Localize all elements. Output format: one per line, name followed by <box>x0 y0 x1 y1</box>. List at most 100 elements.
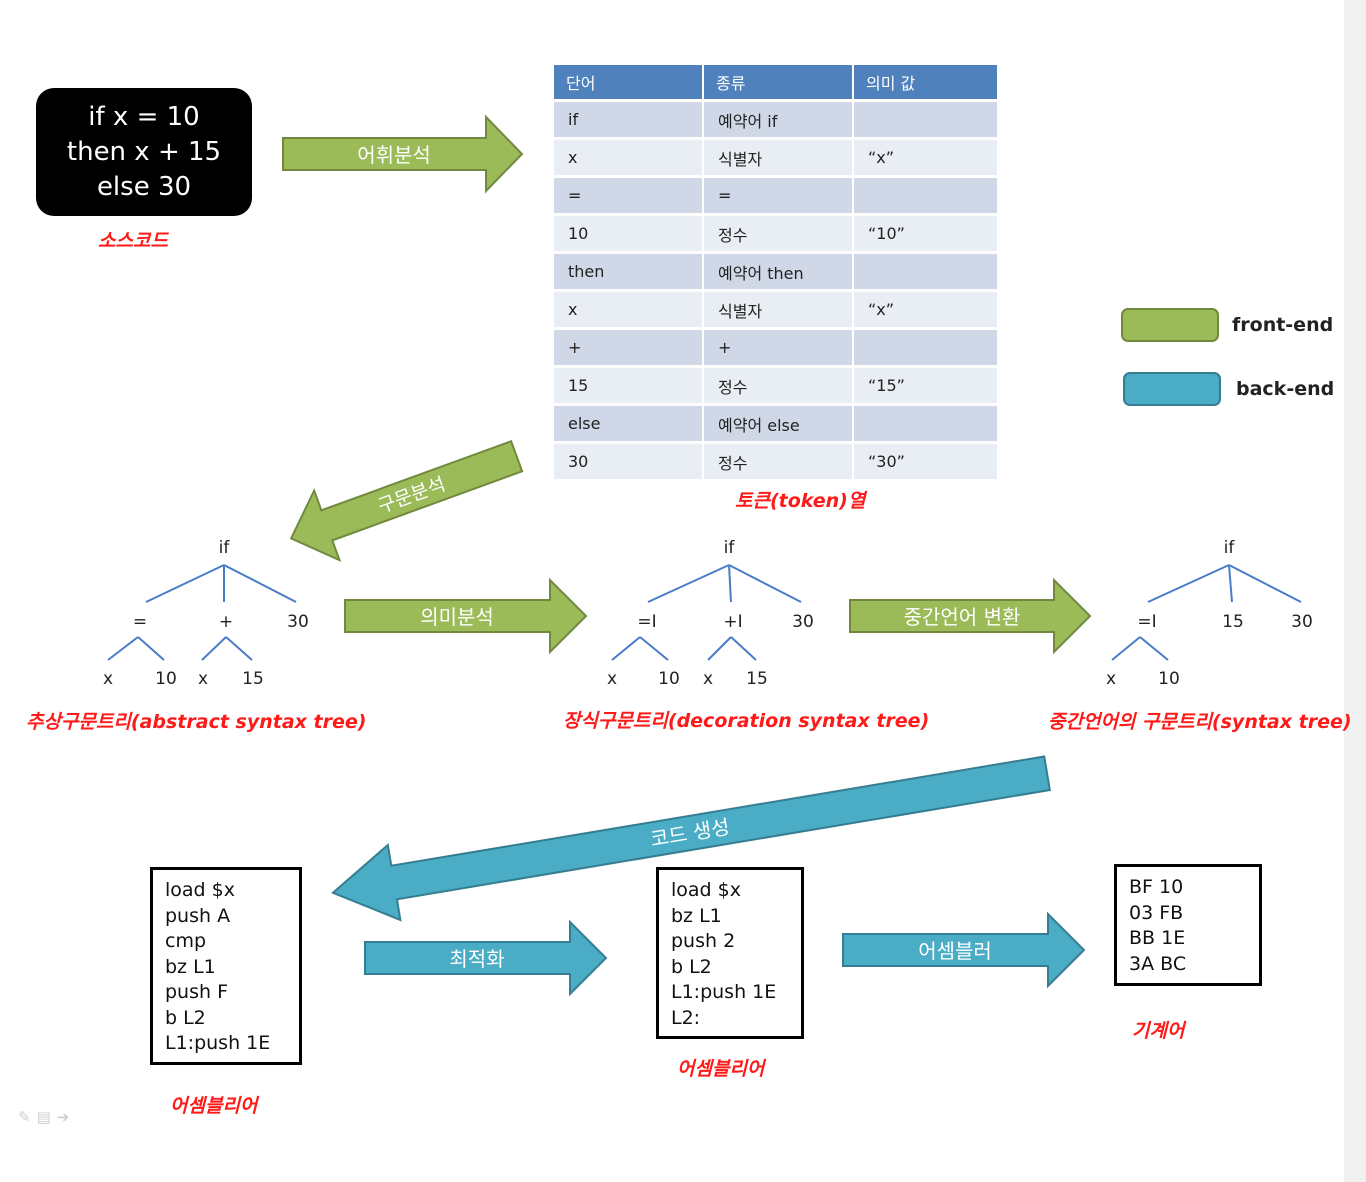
token-row: = = <box>554 178 999 213</box>
machine-code-line: BB 1E <box>1129 927 1186 949</box>
token-word: if <box>554 102 704 137</box>
semantic-analysis-label: 의미분석 <box>420 605 494 629</box>
token-value: “15” <box>854 368 999 403</box>
token-word: 30 <box>554 444 704 479</box>
token-row: x 식별자 “x” <box>554 140 999 175</box>
legend-swatch-front-end <box>1121 308 1219 342</box>
token-header-word: 단어 <box>554 65 704 99</box>
token-value <box>854 330 999 365</box>
ast-leaf: x <box>102 669 114 689</box>
token-value <box>854 178 999 213</box>
token-word: + <box>554 330 704 365</box>
token-value: “x” <box>854 140 999 175</box>
token-word: x <box>554 140 704 175</box>
token-kind: 정수 <box>704 216 854 251</box>
arrow-icon[interactable]: ➔ <box>56 1108 76 1126</box>
token-kind: 식별자 <box>704 292 854 327</box>
code-generation-arrow: 코드 생성 <box>331 755 1051 922</box>
decorated-tree-edges <box>611 564 802 661</box>
ast-edges <box>107 564 297 661</box>
pencil-icon[interactable]: ✎ <box>18 1108 37 1126</box>
assembly-line: b L2 <box>671 955 712 978</box>
ast-leaf: x <box>197 669 209 689</box>
intermediate-conversion-label: 중간언어 변환 <box>904 605 1021 629</box>
intermediate-tree-caption: 중간언어의 구문트리(syntax tree) <box>1048 711 1352 733</box>
assembly-line: bz L1 <box>165 955 216 978</box>
legend-swatch-back-end <box>1123 372 1221 406</box>
token-row: 30 정수 “30” <box>554 444 999 479</box>
scrollbar-track[interactable] <box>1344 0 1366 1182</box>
token-row: if 예약어 if <box>554 102 999 137</box>
intermediate-tree-node: 30 <box>1291 612 1313 632</box>
token-value <box>854 254 999 289</box>
machine-code-line: 03 FB <box>1129 901 1184 924</box>
decorated-tree-root: if <box>723 538 735 558</box>
token-value: “x” <box>854 292 999 327</box>
source-code-caption: 소스코드 <box>98 230 168 252</box>
token-word: else <box>554 406 704 441</box>
assembly-line: L2: <box>671 1006 701 1029</box>
assembly-line: push F <box>165 981 229 1003</box>
token-row: 10 정수 “10” <box>554 216 999 251</box>
assembly-2-caption: 어셈블리어 <box>677 1058 765 1080</box>
lexical-analysis-label: 어휘분석 <box>357 143 431 167</box>
token-value: “10” <box>854 216 999 251</box>
assembly-line: push 2 <box>671 930 736 952</box>
intermediate-tree-node: 15 <box>1222 612 1244 632</box>
lexical-analysis-arrow: 어휘분석 <box>282 114 524 194</box>
assembly-line: L1:push 1E <box>671 981 777 1003</box>
ast-root: if <box>218 538 230 558</box>
token-word: = <box>554 178 704 213</box>
decorated-tree-node: 30 <box>792 612 814 632</box>
intermediate-tree-node: =I <box>1137 612 1157 632</box>
assembly-line: load $x <box>165 879 235 901</box>
assembly-line: push A <box>165 904 231 927</box>
assembly-box-2: load $x bz L1 push 2 b L2 L1:push 1E L2: <box>656 867 804 1039</box>
ast-node: = <box>132 612 148 632</box>
bottom-toolbar: ✎▤➔ <box>18 1108 75 1126</box>
token-row: else 예약어 else <box>554 406 999 441</box>
token-row: x 식별자 “x” <box>554 292 999 327</box>
assembly-line: cmp <box>165 930 207 952</box>
token-kind: 식별자 <box>704 140 854 175</box>
menu-icon[interactable]: ▤ <box>36 1108 57 1126</box>
intermediate-tree-edges <box>1111 564 1302 661</box>
token-word: 10 <box>554 216 704 251</box>
token-table-caption: 토큰(token)열 <box>735 490 866 512</box>
token-word: then <box>554 254 704 289</box>
ast-leaf: 10 <box>155 669 177 689</box>
intermediate-tree-root: if <box>1223 538 1235 558</box>
assembly-line: bz L1 <box>671 904 722 927</box>
token-table: 단어 종류 의미 값 if 예약어 if x 식별자 “x” = = 10 정수… <box>554 62 999 482</box>
source-line: then x + 15 <box>66 137 222 167</box>
intermediate-conversion-arrow: 중간언어 변환 <box>849 577 1092 655</box>
token-kind: 예약어 if <box>704 102 854 137</box>
source-line: else 30 <box>96 172 192 202</box>
ast-caption: 추상구문트리(abstract syntax tree) <box>26 711 367 733</box>
decorated-tree-leaf: 10 <box>658 669 680 689</box>
assembler-label: 어셈블러 <box>918 939 992 963</box>
ast-node: 30 <box>287 612 309 632</box>
token-kind: 정수 <box>704 368 854 403</box>
token-table-header-row: 단어 종류 의미 값 <box>554 65 999 99</box>
token-word: x <box>554 292 704 327</box>
assembly-line: L1:push 1E <box>165 1032 271 1054</box>
ast-leaf: 15 <box>242 669 264 689</box>
token-kind: 예약어 then <box>704 254 854 289</box>
machine-code-caption: 기계어 <box>1132 1020 1185 1042</box>
decorated-tree-node: +I <box>723 612 743 632</box>
semantic-analysis-arrow: 의미분석 <box>344 577 588 655</box>
token-kind: + <box>704 330 854 365</box>
token-word: 15 <box>554 368 704 403</box>
assembly-box-1: load $x push A cmp bz L1 push F b L2 L1:… <box>150 867 302 1065</box>
assembly-line: b L2 <box>165 1006 206 1029</box>
machine-code-line: 3A BC <box>1129 952 1187 975</box>
token-value: “30” <box>854 444 999 479</box>
legend-label-back-end: back-end <box>1236 378 1335 400</box>
token-kind: 정수 <box>704 444 854 479</box>
decorated-tree-caption: 장식구문트리(decoration syntax tree) <box>563 710 930 732</box>
token-value <box>854 102 999 137</box>
machine-code-line: BF 10 <box>1129 876 1184 898</box>
assembly-1-caption: 어셈블리어 <box>170 1095 258 1117</box>
assembly-line: load $x <box>671 879 741 901</box>
